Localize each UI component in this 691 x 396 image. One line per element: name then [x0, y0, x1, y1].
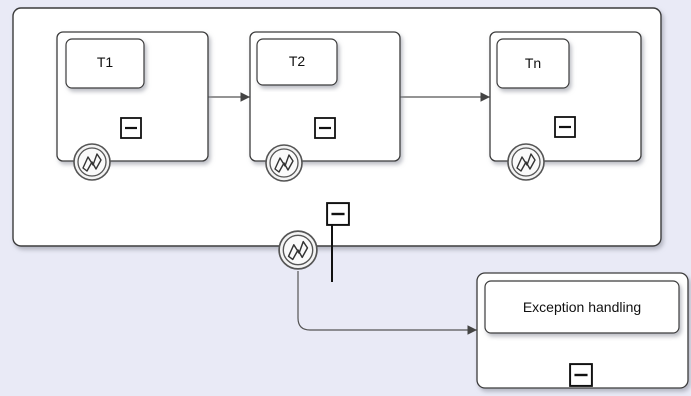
collapse-marker-icon[interactable]: [314, 117, 336, 139]
exception-task-label: Exception handling: [523, 299, 641, 315]
task-t1-label: T1: [97, 54, 114, 70]
exception-subprocess[interactable]: Exception handling: [476, 272, 689, 389]
collapse-marker-icon[interactable]: [554, 116, 576, 138]
subprocess-t1[interactable]: T1: [56, 31, 209, 181]
collapse-marker-icon[interactable]: [326, 202, 350, 226]
task-tn[interactable]: [496, 38, 570, 89]
task-t1[interactable]: [65, 38, 145, 89]
task-tn-label: Tn: [525, 55, 541, 71]
error-event-icon[interactable]: [73, 143, 111, 181]
task-t2-label: T2: [289, 53, 306, 69]
collapse-marker-icon[interactable]: [120, 117, 142, 139]
collapse-marker-icon[interactable]: [569, 363, 593, 387]
subprocess-tn[interactable]: Tn: [489, 31, 642, 181]
error-event-icon[interactable]: [265, 144, 303, 182]
error-event-icon[interactable]: [507, 143, 545, 181]
task-t2[interactable]: [256, 38, 338, 86]
error-event-icon[interactable]: [278, 230, 318, 270]
exception-task[interactable]: [484, 280, 680, 334]
subprocess-t2[interactable]: T2: [249, 31, 401, 182]
exception-flow[interactable]: [297, 271, 477, 335]
